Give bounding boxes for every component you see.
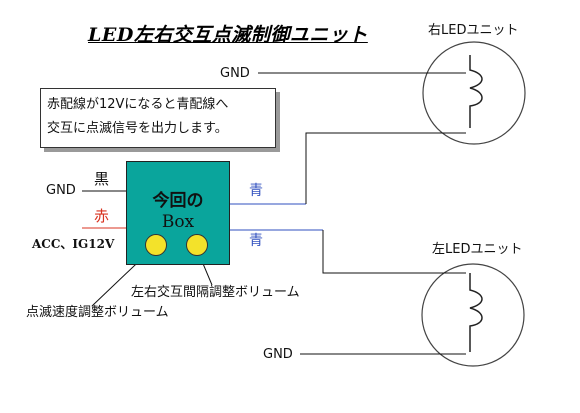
- diagram-title: LED左右交互点滅制御ユニット: [88, 24, 368, 46]
- blink-speed-knob[interactable]: [145, 234, 167, 256]
- right-unit-feed: [305, 132, 466, 204]
- interval-knob-caption: 左右交互間隔調整ボリューム: [131, 285, 300, 300]
- left-led-unit-title: 左LEDユニット: [432, 242, 523, 257]
- description-note: 赤配線が12Vになると青配線へ 交互に点滅信号を出力します。: [40, 88, 276, 148]
- interval-knob[interactable]: [186, 234, 208, 256]
- control-box: 今回の Box: [126, 161, 230, 265]
- black-wire-label: 黒: [94, 170, 110, 188]
- red-wire-label: 赤: [94, 207, 110, 225]
- input-gnd-label: GND: [46, 183, 76, 198]
- speed-knob-caption: 点滅速度調整ボリューム: [26, 305, 169, 320]
- right-led-unit-title: 右LEDユニット: [428, 23, 519, 38]
- acc-ig-label: ACC、IG12V: [32, 237, 115, 251]
- box-label-line-2: Box: [161, 212, 195, 232]
- blue-top-label: 青: [249, 183, 263, 199]
- note-line-1: 赤配線が12Vになると青配線へ: [47, 97, 229, 112]
- left-led-unit-circle: [421, 263, 525, 367]
- note-line-2: 交互に点滅信号を出力します。: [47, 121, 228, 136]
- right-unit-gnd-label: GND: [220, 66, 250, 81]
- left-unit-feed: [322, 230, 466, 274]
- right-led-coil: [469, 55, 483, 128]
- box-label-line-1: 今回の: [152, 191, 204, 211]
- right-led-unit-circle: [422, 41, 526, 145]
- blue-bottom-label: 青: [249, 233, 263, 249]
- left-led-coil: [469, 273, 483, 352]
- left-unit-gnd-label: GND: [263, 347, 293, 362]
